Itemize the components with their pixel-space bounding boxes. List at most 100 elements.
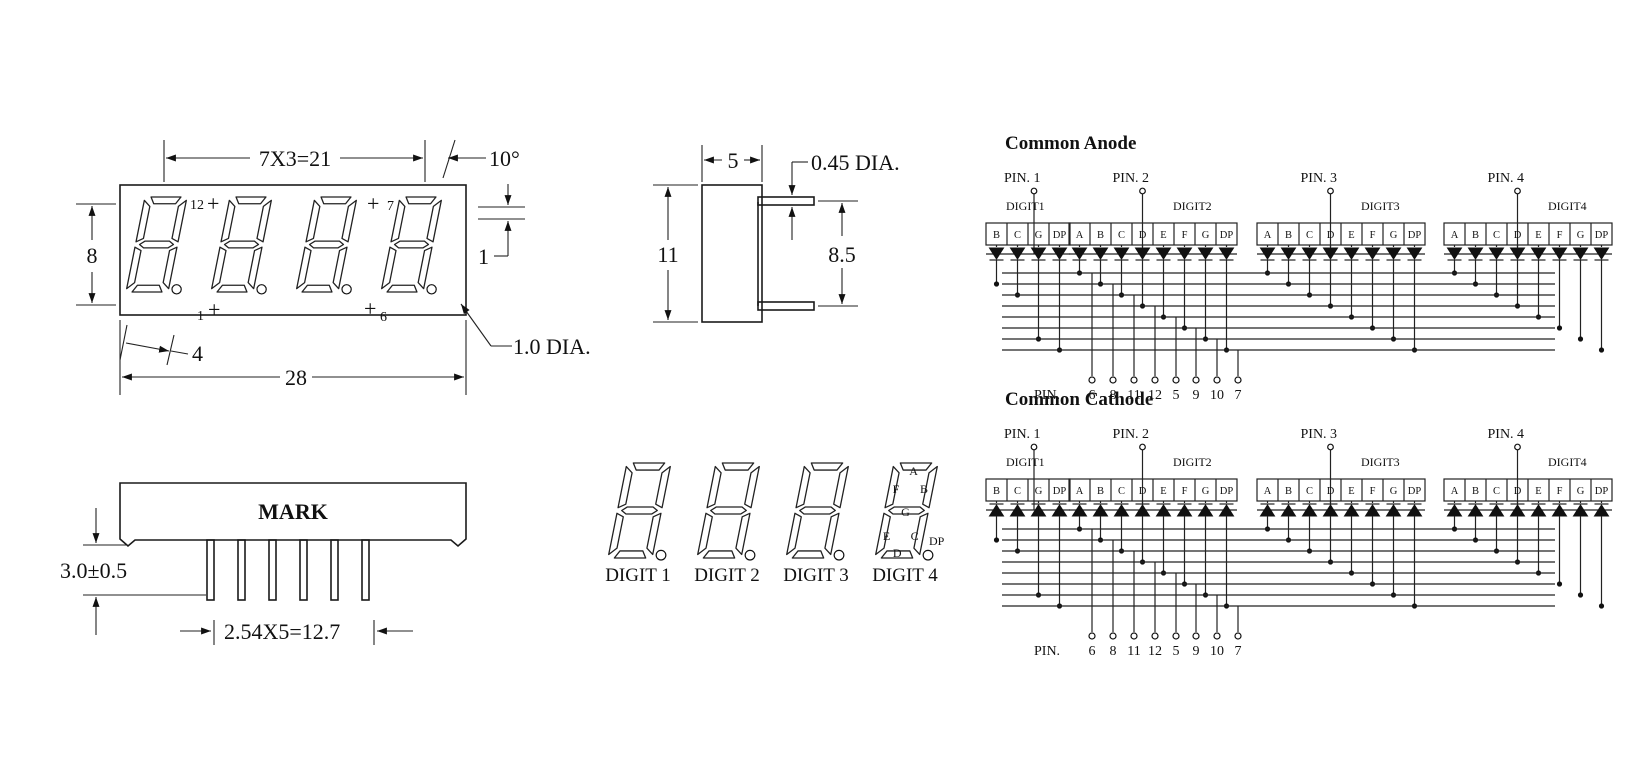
decimal-point <box>256 284 267 295</box>
segment-cell-label: G <box>1577 486 1585 497</box>
segment-pin-number: 12 <box>1148 644 1162 659</box>
segment-f <box>305 199 321 243</box>
side-view: 5 11 0.45 DIA. 8.5 <box>653 145 900 323</box>
gap-dim: 1 <box>478 244 489 269</box>
pin-row-label: PIN. <box>1034 644 1060 659</box>
segment-label: C <box>911 529 919 543</box>
led-diode <box>1197 247 1214 260</box>
segment-cell-label: E <box>1160 486 1166 497</box>
bottom-body-outline <box>119 482 467 548</box>
segment-c <box>332 246 348 290</box>
segment-c <box>417 246 433 290</box>
digit-pin-label: PIN. 1 <box>1004 427 1041 442</box>
segment-a <box>632 462 666 471</box>
legend-digit-3 <box>786 462 849 561</box>
led-diode <box>988 247 1005 260</box>
segment-cell-label: E <box>1535 230 1541 241</box>
digit-label: DIGIT4 <box>1548 199 1587 213</box>
dot-dia-dim: 1.0 DIA. <box>513 334 591 359</box>
segment-cell-label: E <box>1160 230 1166 241</box>
segment-c <box>735 512 751 556</box>
segment-b <box>256 199 272 243</box>
segment-cell-label: DP <box>1053 230 1067 241</box>
segment-pin <box>1151 632 1159 640</box>
legend-digit-label: DIGIT 1 <box>605 565 671 586</box>
segment-cell-label: G <box>1390 486 1398 497</box>
mark-label: MARK <box>258 499 328 524</box>
segment-cell-label: D <box>1327 230 1335 241</box>
segment-cell-label: F <box>1370 486 1376 497</box>
segment-cell-label: B <box>1472 486 1479 497</box>
segment-b <box>171 199 187 243</box>
segment-pin-number: 7 <box>1235 644 1242 659</box>
segment-cell-label: B <box>1472 230 1479 241</box>
offset-dim: 4 <box>192 341 203 366</box>
front-digit-4 <box>381 196 442 295</box>
bottom-pin <box>330 539 339 601</box>
segment-cell-label: C <box>1493 486 1500 497</box>
segment-cell-label: D <box>1514 230 1522 241</box>
segment-c <box>824 512 840 556</box>
digit-label: DIGIT4 <box>1548 455 1587 469</box>
led-diode <box>1218 247 1235 260</box>
decimal-point <box>922 549 934 561</box>
led-diode <box>1071 247 1088 260</box>
segment-cell-label: C <box>1014 230 1021 241</box>
segment-f <box>795 465 811 509</box>
segment-label: E <box>883 529 890 543</box>
segment-cell-label: DP <box>1595 486 1609 497</box>
legend-digit-4 <box>875 462 938 561</box>
segment-cell-label: G <box>1035 230 1043 241</box>
segment-b <box>833 465 849 509</box>
segment-f <box>706 465 722 509</box>
segment-cell-label: DP <box>1408 486 1422 497</box>
segment-cell-label: DP <box>1595 230 1609 241</box>
led-diode <box>1051 247 1068 260</box>
pin-label-1: 1 <box>197 309 204 324</box>
led-diode <box>1446 247 1463 260</box>
segment-g <box>308 240 345 249</box>
segment-e <box>296 246 312 290</box>
width-dim: 28 <box>285 365 307 390</box>
segment-e <box>697 512 713 556</box>
angle-dim: 10° <box>489 146 520 171</box>
digit-label: DIGIT1 <box>1006 455 1045 469</box>
digit-pin-label: PIN. 3 <box>1301 171 1338 186</box>
segment-pin <box>1130 632 1138 640</box>
segment-a <box>810 462 844 471</box>
segment-a <box>235 196 267 205</box>
segment-cell-label: C <box>1306 230 1313 241</box>
led-diode <box>1488 247 1505 260</box>
segment-cell-label: D <box>1327 486 1335 497</box>
segment-pin <box>1213 376 1221 384</box>
led-diode <box>1467 247 1484 260</box>
decimal-point <box>171 284 182 295</box>
pin-label-12: 12 <box>190 198 204 213</box>
segment-pin-number: 10 <box>1210 644 1224 659</box>
pin-length-dim: 3.0±0.5 <box>60 558 127 583</box>
digit-label: DIGIT2 <box>1173 199 1212 213</box>
led-diode <box>1343 247 1360 260</box>
segment-cell-label: A <box>1076 486 1084 497</box>
led-diode <box>1134 247 1151 260</box>
digit-common-pin <box>1327 443 1334 451</box>
digit-pin-label: PIN. 4 <box>1488 427 1525 442</box>
segment-d <box>301 284 333 293</box>
segment-cell-label: B <box>1097 486 1104 497</box>
segment-label: B <box>920 482 928 496</box>
segment-a <box>150 196 182 205</box>
led-diode <box>1530 247 1547 260</box>
segment-g <box>888 506 925 515</box>
led-diode <box>1509 247 1526 260</box>
bottom-pin <box>361 539 370 601</box>
segment-cell-label: A <box>1076 230 1084 241</box>
segment-cell-label: B <box>1285 486 1292 497</box>
segment-e <box>875 512 891 556</box>
digit-common-pin <box>1139 187 1146 195</box>
segment-pin-number: 11 <box>1127 388 1140 403</box>
segment-a <box>320 196 352 205</box>
segment-a <box>899 462 933 471</box>
segment-cell-label: A <box>1451 230 1459 241</box>
